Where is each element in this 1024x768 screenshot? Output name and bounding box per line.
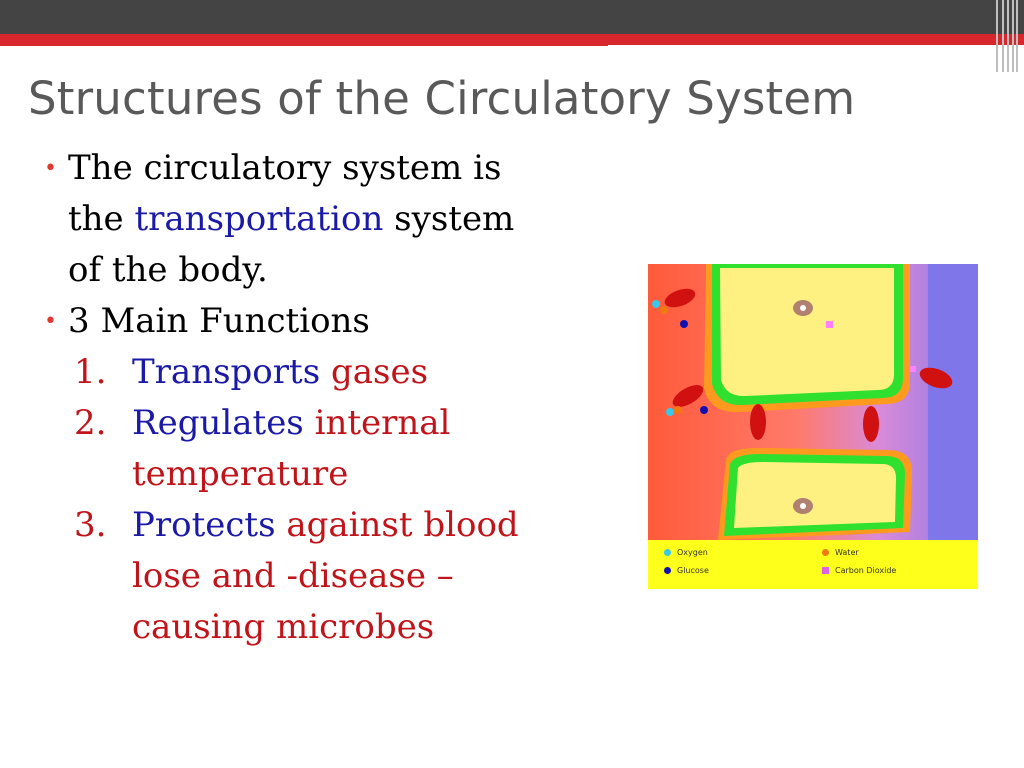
function-detail: causing microbes (132, 607, 435, 647)
legend-label: Carbon Dioxide (835, 566, 897, 575)
bullet-item: • 3 Main Functions (44, 296, 604, 347)
red-blood-cell (863, 406, 879, 442)
red-blood-cell (919, 367, 953, 389)
bullet-icon: • (44, 156, 57, 181)
function-detail: internal (314, 403, 451, 443)
function-detail: against blood (286, 505, 519, 545)
header-vertical-lines (996, 0, 1018, 72)
nucleolus (800, 503, 806, 509)
carbon-dioxide-particle (910, 366, 916, 372)
header-stripe (700, 55, 948, 57)
header-dark-bar (0, 0, 1024, 34)
vessel-region (928, 264, 978, 540)
text-plain: the (68, 199, 124, 239)
nucleolus (800, 305, 806, 311)
red-blood-cell (750, 404, 766, 440)
list-number: 3. (74, 505, 107, 545)
legend-label: Glucose (677, 566, 709, 575)
legend-item-carbon-dioxide: Carbon Dioxide (822, 566, 896, 575)
header-accent-band (0, 34, 1024, 46)
bullet-line: 3 Main Functions (68, 301, 370, 341)
function-item: 1. Transports gases (44, 347, 604, 398)
water-icon (822, 549, 829, 556)
red-blood-cell (664, 288, 696, 308)
lower-cell (734, 462, 896, 528)
bullet-icon: • (44, 309, 57, 334)
legend-item-glucose: Glucose (664, 566, 709, 575)
list-number: 2. (74, 403, 107, 443)
function-verb: Regulates (132, 403, 304, 443)
function-item: 2. Regulates internal temperature (44, 398, 604, 500)
list-number: 1. (74, 352, 107, 392)
carbon-dioxide-particle (826, 321, 833, 328)
glucose-particle (700, 406, 708, 414)
function-detail: temperature (132, 454, 349, 494)
function-verb: Transports (132, 352, 321, 392)
water-particle (660, 306, 668, 314)
red-blood-cell (672, 385, 704, 407)
legend-item-water: Water (822, 548, 859, 557)
diagram-legend: Oxygen Glucose Water Carbon Dioxide (648, 540, 978, 589)
oxygen-particle (666, 408, 674, 416)
header-stripe (608, 45, 1024, 47)
function-detail: gases (330, 352, 429, 392)
oxygen-icon (664, 549, 671, 556)
legend-label: Water (835, 548, 859, 557)
bullet-line: of the body. (68, 250, 268, 290)
slide-title: Structures of the Circulatory System (28, 72, 856, 125)
text-emphasis: transportation (134, 199, 384, 239)
upper-cell (720, 268, 894, 397)
function-item: 3. Protects against blood lose and -dise… (44, 500, 604, 653)
bullet-line: the transportation system (68, 194, 604, 245)
header-stripe (770, 64, 830, 66)
text-plain: system (394, 199, 515, 239)
water-particle (674, 406, 682, 414)
legend-item-oxygen: Oxygen (664, 548, 708, 557)
function-verb: Protects (132, 505, 276, 545)
slide-body: • The circulatory system is the transpor… (44, 143, 604, 653)
capillary-diagram (648, 264, 978, 540)
legend-label: Oxygen (677, 548, 708, 557)
functions-list: 1. Transports gases 2. Regulates interna… (44, 347, 604, 653)
glucose-particle (680, 320, 688, 328)
oxygen-particle (652, 300, 660, 308)
bullet-item: • The circulatory system is the transpor… (44, 143, 604, 296)
bullet-line: The circulatory system is (68, 148, 502, 188)
carbon-dioxide-icon (822, 567, 829, 574)
glucose-icon (664, 567, 671, 574)
function-detail: lose and -disease – (132, 556, 454, 596)
